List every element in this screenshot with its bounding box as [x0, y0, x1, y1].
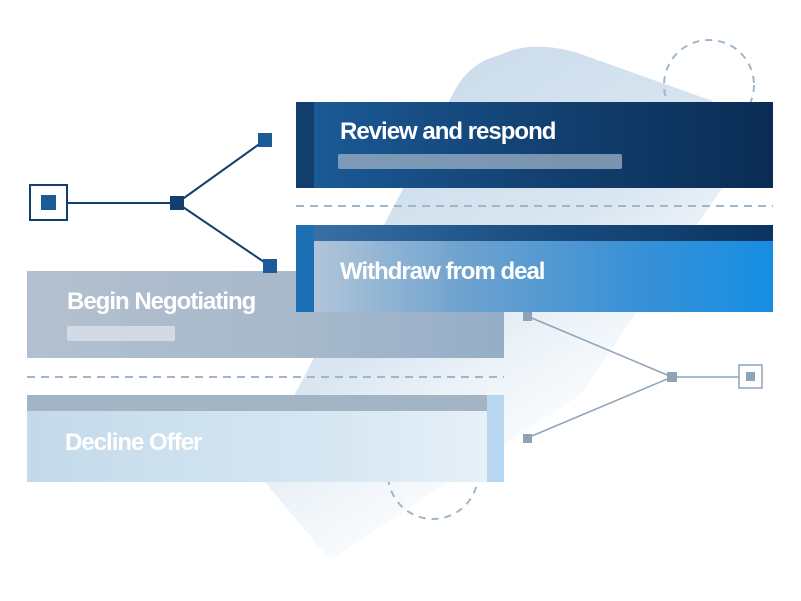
option-title: Withdraw from deal [340, 258, 545, 285]
placeholder-bar [338, 154, 622, 169]
card-top-band [296, 225, 773, 241]
branch-node-review [258, 133, 272, 147]
left-connector [29, 133, 272, 267]
card-edge [487, 395, 504, 482]
option-title: Decline Offer [65, 429, 202, 456]
card-accent-stripe [296, 225, 314, 312]
card-accent-stripe [296, 102, 314, 188]
option-card-withdraw[interactable]: Withdraw from deal [296, 225, 773, 312]
option-title: Begin Negotiating [67, 288, 256, 315]
placeholder-bar [67, 326, 175, 341]
option-title: Review and respond [340, 118, 556, 145]
option-card-decline[interactable]: Decline Offer [27, 395, 504, 482]
option-card-review[interactable]: Review and respond [296, 102, 773, 188]
card-top-band [27, 395, 487, 411]
start-node-core [41, 195, 56, 210]
